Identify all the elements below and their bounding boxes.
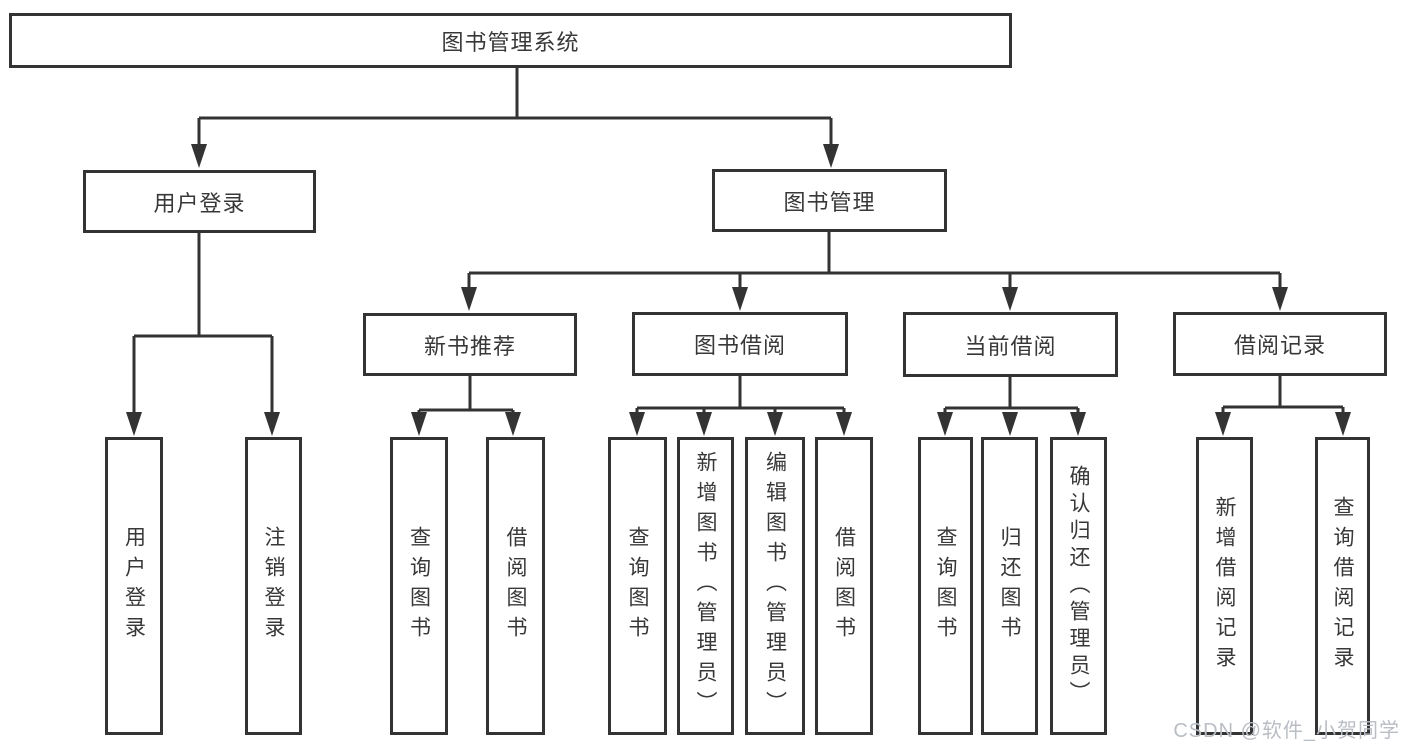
leaf-query-books-1: 查询图书: [390, 437, 448, 735]
leaf-borrow-books-2: 借阅图书: [815, 437, 873, 735]
node-user-login: 用户登录: [83, 170, 316, 233]
node-current-borrow-label: 当前借阅: [964, 333, 1057, 359]
leaf-confirm-return-label: 确认归还（管理员）: [1067, 464, 1091, 708]
arrowheads-current-borrow-subtree: [937, 412, 1086, 436]
node-current-borrow: 当前借阅: [903, 312, 1118, 377]
csdn-watermark: CSDN @软件_小贺同学: [1173, 720, 1400, 742]
node-root-label: 图书管理系统: [441, 29, 580, 55]
leaf-logout: 注销登录: [245, 437, 302, 735]
node-new-book-recommend: 新书推荐: [363, 313, 577, 376]
leaf-return-books: 归还图书: [981, 437, 1038, 735]
leaf-user-login: 用户登录: [105, 437, 163, 735]
leaf-query-books-2: 查询图书: [608, 437, 667, 735]
connector-borrow-records-subtree: [1221, 376, 1345, 416]
arrowheads-level3: [461, 287, 1288, 311]
leaf-add-books-label: 新增图书（管理员）: [694, 451, 718, 721]
leaf-return-books-label: 归还图书: [998, 526, 1022, 646]
leaf-add-books: 新增图书（管理员）: [677, 437, 734, 735]
node-book-borrow-label: 图书借阅: [693, 333, 786, 358]
arrowheads-user-login-subtree: [126, 412, 280, 436]
leaf-query-record: 查询借阅记录: [1315, 437, 1370, 735]
node-borrow-records: 借阅记录: [1173, 312, 1387, 376]
leaf-borrow-books-1: 借阅图书: [486, 437, 545, 735]
node-book-borrow: 图书借阅: [632, 312, 848, 376]
connector-user-login-subtree: [132, 233, 274, 416]
leaf-query-record-label: 查询借阅记录: [1331, 496, 1355, 676]
leaf-user-login-label: 用户登录: [122, 526, 146, 646]
node-book-management-label: 图书管理: [783, 189, 876, 215]
connector-current-borrow-subtree: [943, 377, 1080, 416]
arrowheads-borrow-records-subtree: [1215, 412, 1351, 436]
node-user-login-label: 用户登录: [153, 190, 246, 216]
leaf-query-books-1-label: 查询图书: [407, 526, 431, 646]
arrowheads-book-borrow-subtree: [629, 412, 852, 436]
node-new-book-recommend-label: 新书推荐: [423, 333, 516, 359]
node-root: 图书管理系统: [9, 13, 1012, 68]
node-borrow-records-label: 借阅记录: [1233, 333, 1326, 358]
leaf-add-record-label: 新增借阅记录: [1213, 496, 1237, 676]
connector-book-borrow-subtree: [635, 376, 846, 416]
connector-book-management-subtree: [467, 232, 1282, 292]
arrowheads-new-book-subtree: [411, 412, 521, 436]
leaf-borrow-books-2-label: 借阅图书: [832, 526, 856, 646]
leaf-logout-label: 注销登录: [262, 526, 286, 646]
leaf-query-books-3: 查询图书: [918, 437, 973, 735]
leaf-query-books-3-label: 查询图书: [934, 526, 958, 646]
leaf-edit-books-label: 编辑图书（管理员）: [763, 451, 787, 721]
connector-new-book-subtree: [417, 376, 515, 416]
leaf-query-books-2-label: 查询图书: [626, 526, 650, 646]
leaf-add-record: 新增借阅记录: [1196, 437, 1253, 735]
leaf-borrow-books-1-label: 借阅图书: [504, 526, 528, 646]
connector-root-to-level2: [197, 68, 833, 148]
leaf-confirm-return: 确认归还（管理员）: [1050, 437, 1107, 735]
arrowheads-level2: [191, 144, 839, 168]
leaf-edit-books: 编辑图书（管理员）: [745, 437, 805, 735]
node-book-management: 图书管理: [712, 169, 947, 232]
